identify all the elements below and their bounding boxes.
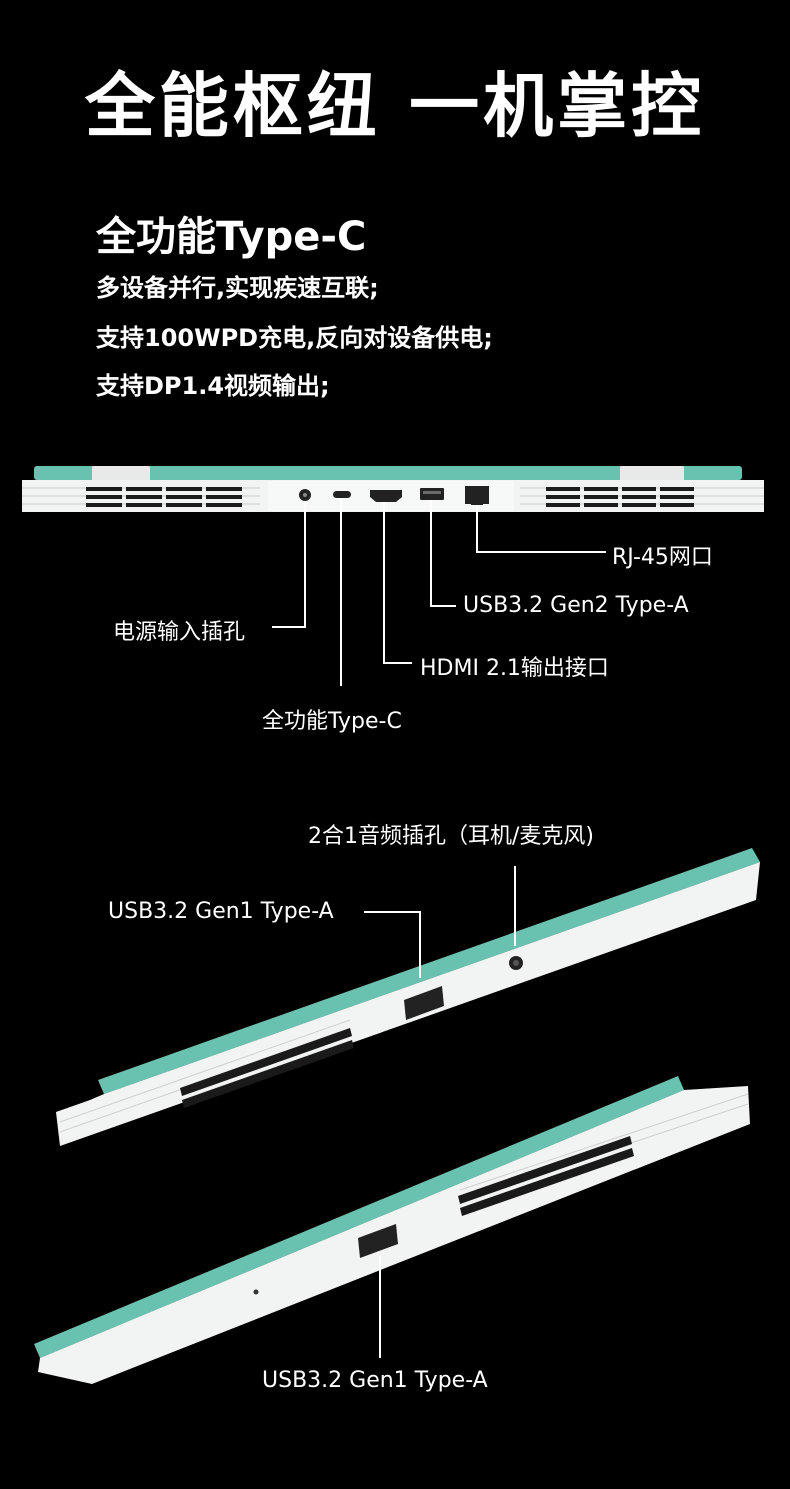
laptop-rear-view [22,466,764,512]
feature-line-1: 多设备并行,实现疾速互联; [96,274,379,302]
label-typec: 全功能Type-C [262,709,402,734]
feature-line-3: 支持DP1.4视频输出; [96,372,330,400]
label-rj45: RJ-45网口 [612,545,713,570]
label-usb-gen2: USB3.2 Gen2 Type-A [463,593,689,618]
label-hdmi: HDMI 2.1输出接口 [420,656,609,681]
label-left-usb-gen1: USB3.2 Gen1 Type-A [262,1368,488,1393]
hero-title: 全能枢纽 一机掌控 [84,65,706,147]
laptop-right-side-view [56,848,760,1146]
label-right-usb-gen1: USB3.2 Gen1 Type-A [108,899,334,924]
feature-line-2: 支持100WPD充电,反向对设备供电; [96,324,493,352]
label-audio-jack: 2合1音频插孔（耳机/麦克风) [308,824,594,849]
label-power-jack: 电源输入插孔 [113,620,246,645]
laptop-left-side-view [34,1076,750,1384]
typec-section-title: 全功能Type-C [96,214,367,260]
